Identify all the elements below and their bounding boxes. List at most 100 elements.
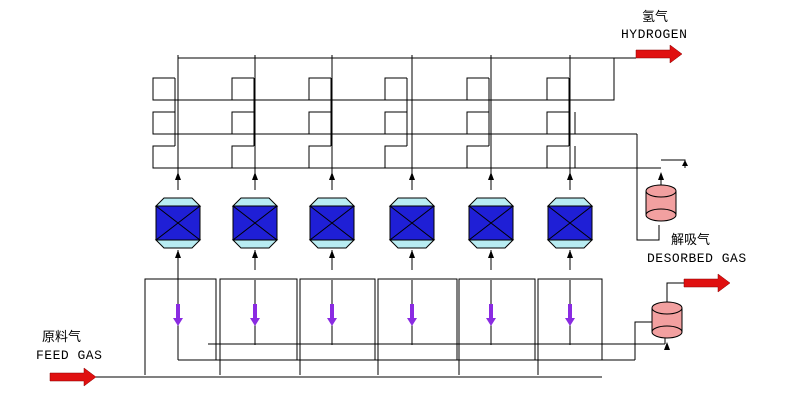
adsorber-vessel-icon — [231, 197, 279, 249]
valve-header-segment — [231, 77, 309, 101]
bottom-header-box — [299, 278, 376, 375]
flow-arrows — [49, 44, 731, 387]
valve-header-segment — [152, 77, 232, 101]
vessel-cross — [389, 205, 435, 241]
adsorber-vessel-icon — [388, 197, 436, 249]
vessel-top-cap — [388, 197, 436, 207]
vessel-cross — [468, 205, 514, 241]
vessel-bottom-cap — [154, 239, 202, 249]
flow-arrow-icon — [565, 318, 575, 326]
flow-arrow-icon — [250, 318, 260, 326]
flow-arrow-icon — [489, 304, 493, 318]
vessel-top-cap — [467, 197, 515, 207]
hydrogen-label-en: HYDROGEN — [621, 27, 688, 42]
bottom-header-box — [144, 278, 217, 375]
flow-arrow-icon — [173, 318, 183, 326]
flow-arrow-icon — [176, 304, 180, 318]
vessel-cross — [309, 205, 355, 241]
valve-header-segment — [546, 77, 575, 101]
desorbed-outlet-pipe — [666, 282, 684, 294]
vessel-bottom-cap — [388, 239, 436, 249]
flow-arrow-icon — [409, 250, 415, 258]
flow-arrow-icon — [327, 318, 337, 326]
flow-arrow-icon — [252, 250, 258, 258]
desorb-line-upper — [636, 134, 660, 241]
flow-arrow-icon — [330, 304, 334, 318]
buffer-tanks — [645, 177, 683, 339]
hydrogen-header-pipe — [178, 57, 615, 101]
feed-gas-label-cn: 原料气 — [42, 330, 82, 345]
hydrogen-outlet-arrow-icon — [635, 44, 683, 64]
flow-arrow-icon — [175, 172, 181, 180]
vessel-cross — [155, 205, 201, 241]
feed-gas-inlet-arrow-icon — [49, 367, 97, 387]
flow-arrow-icon — [407, 318, 417, 326]
desorbed-gas-label-en: DESORBED GAS — [647, 251, 747, 266]
valve-header-segment — [384, 77, 467, 101]
tank-bottom — [651, 325, 683, 339]
flow-arrow-icon — [175, 250, 181, 258]
tank-top — [651, 301, 683, 315]
vessel-top-cap — [546, 197, 594, 207]
flow-arrow-icon — [682, 160, 688, 166]
flow-arrow-icon — [410, 304, 414, 318]
desorb-to-tank — [634, 321, 652, 360]
flow-arrow-icon — [253, 304, 257, 318]
valve-header-segment — [466, 77, 547, 101]
desorbed-gas-label-cn: 解吸气 — [671, 233, 711, 248]
buffer-tank-icon — [645, 177, 677, 222]
valve-header-segment — [308, 111, 385, 135]
vessel-cross — [232, 205, 278, 241]
adsorber-vessel-icon — [546, 197, 594, 249]
hydrogen-label-cn: 氢气 — [642, 10, 669, 25]
flow-arrow-icon — [488, 172, 494, 180]
adsorber-vessel-icon — [308, 197, 356, 249]
vessel-bottom-cap — [546, 239, 594, 249]
bottom-header-box — [458, 278, 536, 375]
bottom-header-box — [219, 278, 298, 375]
valve-header-segment — [152, 145, 232, 169]
feed-gas-label-en: FEED GAS — [36, 348, 103, 363]
vessel-top-cap — [308, 197, 356, 207]
valve-header-pipe — [574, 112, 637, 135]
vessel-top-cap — [231, 197, 279, 207]
adsorber-vessel-icon — [154, 197, 202, 249]
adsorber-vessels — [154, 197, 594, 249]
valve-header-segment — [152, 111, 232, 135]
flow-arrow-icon — [488, 250, 494, 258]
vessel-bottom-cap — [308, 239, 356, 249]
tank-bottom — [645, 208, 677, 222]
flow-arrow-icon — [664, 342, 670, 350]
flow-arrow-icon — [329, 172, 335, 180]
flow-arrow-icon — [568, 304, 572, 318]
vessel-top-cap — [154, 197, 202, 207]
tank-top — [645, 184, 677, 198]
valve-header-segment — [466, 145, 547, 169]
valve-header-segment — [384, 145, 467, 169]
bottom-header-box — [377, 278, 458, 375]
flow-arrow-icon — [329, 250, 335, 258]
flow-arrow-icon — [567, 172, 573, 180]
desorb-line-upper-b — [661, 159, 686, 168]
pipe-network — [95, 55, 686, 378]
valve-header-segment — [231, 111, 309, 135]
flow-arrow-icon — [567, 250, 573, 258]
buffer-tank-icon — [651, 294, 683, 339]
valve-header-segment — [466, 111, 547, 135]
vessel-cross — [547, 205, 593, 241]
adsorber-vessel-icon — [467, 197, 515, 249]
flow-arrow-icon — [658, 172, 664, 180]
valve-header-segment — [546, 111, 575, 135]
valve-header-segment — [308, 77, 385, 101]
valve-header-segment — [308, 145, 385, 169]
flow-arrow-icon — [252, 172, 258, 180]
vessel-bottom-cap — [467, 239, 515, 249]
flow-arrow-icon — [486, 318, 496, 326]
valve-header-segment — [384, 111, 467, 135]
valve-header-segment — [231, 145, 309, 169]
flow-arrow-icon — [409, 172, 415, 180]
valve-header-pipe — [574, 146, 661, 169]
valve-header-segment — [546, 145, 575, 169]
vessel-bottom-cap — [231, 239, 279, 249]
